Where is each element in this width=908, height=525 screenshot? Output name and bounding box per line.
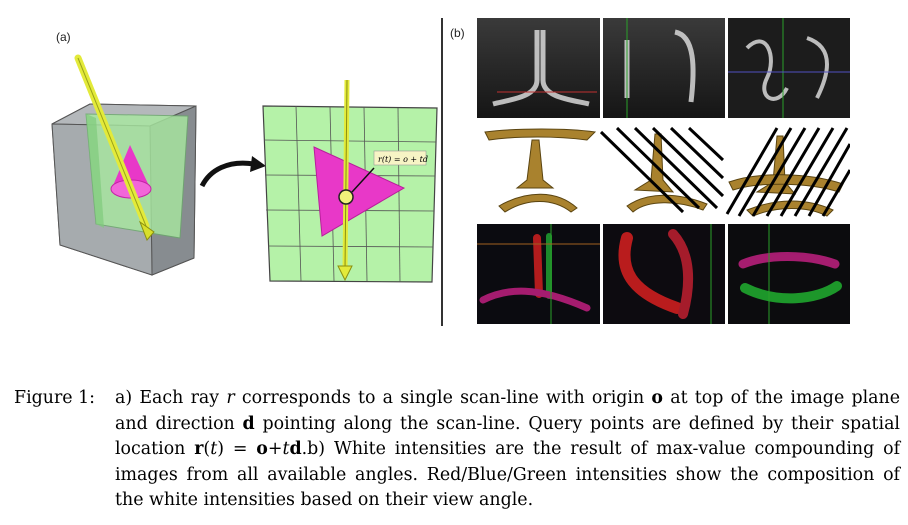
rgb-composition-row — [477, 224, 850, 324]
ray-arrowhead — [138, 220, 155, 241]
panel-a-illustration: r(t) = o + td — [51, 54, 438, 283]
us-tile-3 — [728, 18, 850, 118]
recon-1-base — [498, 193, 578, 213]
rgb-red-2b — [668, 229, 694, 319]
query-point — [338, 189, 354, 205]
equation-pointer — [351, 167, 375, 193]
panel-a-label: (a) — [56, 30, 71, 44]
panel-b-label: (b) — [450, 26, 465, 40]
magenta-triangle — [313, 146, 406, 237]
recon-1-top — [484, 128, 597, 141]
ray-outline — [77, 57, 147, 227]
white-intensity-row — [477, 18, 850, 118]
panel-divider — [441, 18, 443, 326]
scan-line-arrowhead — [337, 265, 353, 282]
caption-body: a) Each ray r corresponds to a single sc… — [115, 388, 901, 510]
rgb-tile-3 — [728, 224, 850, 324]
rgb-magenta-1 — [479, 287, 591, 312]
us-tile-2 — [603, 18, 725, 118]
caption-label: Figure 1: — [14, 388, 96, 408]
us-structure-1a — [492, 30, 540, 107]
us-structure-3a — [745, 39, 789, 101]
us-structure-3b — [806, 36, 829, 99]
rgb-red-1 — [533, 234, 543, 298]
us-structure-1b — [540, 30, 590, 107]
scan-plane-lines — [599, 126, 850, 217]
equation-label: r(t) = o + td — [378, 155, 428, 164]
magenta-cone — [112, 145, 150, 188]
transition-arrowhead — [250, 156, 266, 172]
scan-line-outline — [344, 79, 348, 271]
green-plane-edge — [86, 114, 104, 228]
equation-box — [373, 150, 427, 166]
rgb-green-3 — [740, 281, 842, 304]
3d-reconstruction-row — [477, 126, 850, 218]
us-structure-2b — [674, 29, 696, 103]
transition-arrow — [199, 160, 255, 188]
rgb-red-2 — [618, 232, 683, 314]
figure-1: (a) r(t) = o + td — [51, 18, 850, 326]
recon-1-stem — [515, 139, 555, 189]
rgb-magenta-3 — [738, 252, 840, 269]
recon-2-base — [626, 194, 708, 213]
